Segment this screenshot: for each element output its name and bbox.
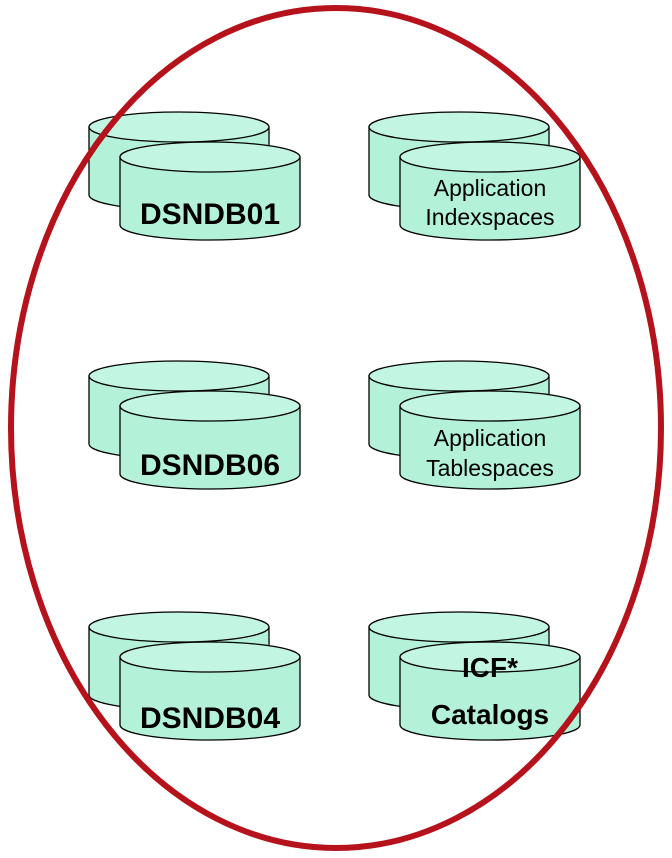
grouping-ellipse-icon	[8, 5, 664, 851]
cylinder-front-icon	[399, 641, 581, 741]
volume-label-dsndb06: DSNDB06	[140, 449, 280, 482]
cylinder-front-icon	[119, 390, 301, 490]
volume-label-catalogs: Catalogs	[431, 699, 549, 730]
cylinder-front-icon	[119, 641, 301, 741]
volume-label-icf: ICF*	[462, 652, 518, 683]
volume-group-application-tablespaces: Application Tablespaces	[368, 360, 581, 490]
volume-label-dsndb04: DSNDB04	[140, 702, 280, 735]
volume-label-application: Application	[434, 425, 547, 451]
volume-group-dsndb01: DSNDB01	[88, 111, 301, 241]
cylinder-front-icon	[119, 141, 301, 241]
volume-label-dsndb01: DSNDB01	[140, 198, 280, 231]
volume-label-tablespaces: Tablespaces	[426, 455, 554, 481]
volume-group-dsndb06: DSNDB06	[88, 360, 301, 490]
volume-group-icf-catalogs: ICF* Catalogs	[368, 611, 581, 741]
cylinder-front-icon	[399, 141, 581, 241]
volume-group-dsndb04: DSNDB04	[88, 611, 301, 741]
volume-group-application-indexspaces: Application Indexspaces	[368, 111, 581, 241]
cylinder-front-icon	[399, 390, 581, 490]
volume-label-application: Application	[434, 175, 547, 201]
volume-label-indexspaces: Indexspaces	[425, 204, 554, 230]
